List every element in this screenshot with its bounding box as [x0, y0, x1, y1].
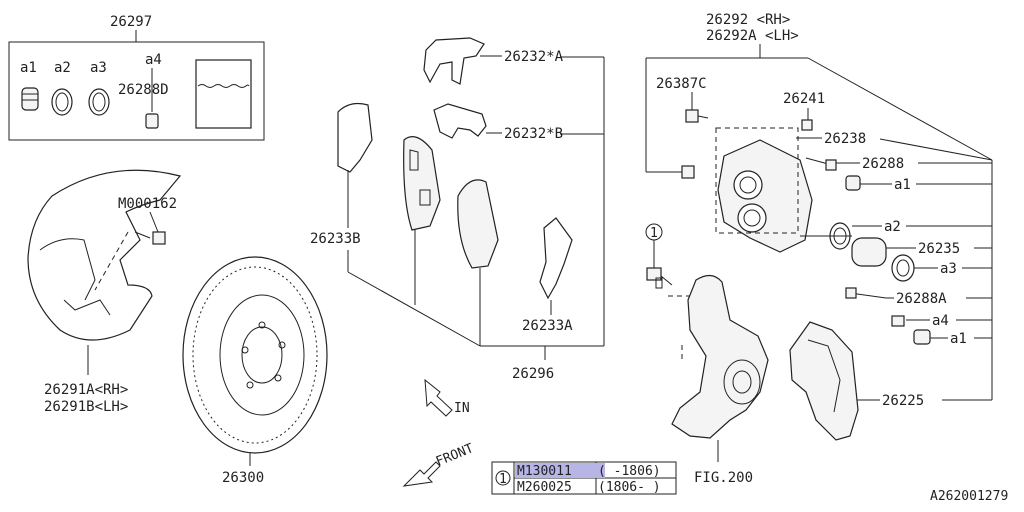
label-26291B[interactable]: 26291B<LH> [44, 399, 128, 415]
caliper-bolt-icon [681, 165, 695, 179]
pad-clip-a-icon [423, 37, 485, 85]
label-a3-right[interactable]: a3 [940, 261, 957, 277]
brake-pad-outer-icon [403, 136, 441, 231]
label-a4-kit[interactable]: a4 [145, 52, 162, 68]
boot-a1-upper-icon [845, 175, 861, 191]
seal-kit-group: 26297 a1 a2 a3 a4 26288D [8, 14, 265, 141]
brake-pad-group: 26232*A 26232*B 26233B 26233A 26296 [310, 37, 605, 382]
label-26233B[interactable]: 26233B [310, 231, 361, 247]
steering-knuckle-icon [671, 274, 769, 439]
bolt-icon [134, 231, 166, 245]
dust-shield-icon [27, 169, 182, 341]
piston-boot-a3-icon [88, 88, 110, 116]
piston-icon [851, 237, 887, 267]
label-FIG200[interactable]: FIG.200 [694, 470, 753, 486]
pin-a4-icon [145, 68, 159, 129]
label-a1-lower[interactable]: a1 [950, 331, 967, 347]
label-26292A[interactable]: 26292A <LH> [706, 28, 799, 44]
backing-plate-group: M000162 26291A<RH> 26291B<LH> [27, 169, 182, 415]
in-arrow-group: IN [424, 378, 470, 417]
label-26233A[interactable]: 26233A [522, 318, 573, 334]
callout-1-text: 1 [650, 226, 658, 241]
bleeder-bolt-icon [685, 109, 709, 123]
table-row1-range: ( -1806) [598, 464, 661, 479]
pin-a4-right-icon [891, 315, 905, 327]
front-arrow-group: FRONT [402, 441, 476, 487]
label-a2-kit[interactable]: a2 [54, 60, 71, 76]
label-26238[interactable]: 26238 [824, 131, 866, 147]
brake-rotor-group: 26300 [182, 256, 328, 486]
pad-clip-b-icon [433, 103, 487, 139]
label-26232A[interactable]: 26232*A [504, 49, 564, 65]
brake-pad-inner-icon [457, 179, 499, 269]
front-arrow-icon [402, 461, 441, 487]
label-M000162[interactable]: M000162 [118, 196, 177, 212]
label-a2-right[interactable]: a2 [884, 219, 901, 235]
guide-pin-icon [805, 157, 837, 171]
label-26292[interactable]: 26292 <RH> [706, 12, 790, 28]
label-26288D[interactable]: 26288D [118, 82, 169, 98]
label-26288A[interactable]: 26288A [896, 291, 947, 307]
label-a1-kit[interactable]: a1 [20, 60, 37, 76]
boot-a3-icon [891, 254, 915, 282]
pad-shim-inner-icon [539, 217, 573, 300]
label-26225[interactable]: 26225 [882, 393, 924, 409]
in-arrow-icon [424, 378, 453, 417]
table-row2-range: (1806- ) [598, 480, 661, 495]
label-IN: IN [454, 401, 470, 416]
grease-tube-icon [195, 59, 252, 129]
label-a1-upper[interactable]: a1 [894, 177, 911, 193]
knuckle-bolt-group: 1 [645, 223, 673, 289]
label-26235[interactable]: 26235 [918, 241, 960, 257]
label-26291A[interactable]: 26291A<RH> [44, 382, 128, 398]
caliper-group: 26292 <RH> 26292A <LH> 26387C 26241 262 [645, 12, 993, 409]
bolt-part-table: 1 M130011 ( -1806) M260025 (1806- ) [491, 461, 677, 495]
seal-kit-box [8, 41, 265, 141]
steering-knuckle-group: FIG.200 [668, 274, 769, 486]
label-26232B[interactable]: 26232*B [504, 126, 563, 142]
table-row1-part[interactable]: M130011 [517, 464, 572, 479]
label-26297[interactable]: 26297 [110, 14, 152, 30]
brake-rotor-icon [182, 256, 328, 454]
piston-seal-a2-icon [51, 88, 73, 116]
guide-pin-lower-icon [845, 287, 887, 299]
label-26288[interactable]: 26288 [862, 156, 904, 172]
pad-shim-icon [337, 102, 373, 173]
label-26387C[interactable]: 26387C [656, 76, 707, 92]
dust-boot-a1-icon [21, 87, 39, 111]
table-callout-text: 1 [499, 472, 507, 487]
label-a4-right[interactable]: a4 [932, 313, 949, 329]
table-row2-part[interactable]: M260025 [517, 480, 572, 495]
caliper-bracket-icon [789, 321, 859, 441]
table-row-highlight [515, 463, 605, 478]
table-callout-marker [495, 470, 511, 486]
label-FRONT: FRONT [434, 441, 476, 470]
label-26296[interactable]: 26296 [512, 366, 554, 382]
label-a3-kit[interactable]: a3 [90, 60, 107, 76]
catalog-id: A262001279 [930, 489, 1008, 504]
boot-a1-lower-icon [913, 329, 931, 345]
caliper-bracket-group [789, 321, 859, 441]
bleeder-cap-icon [801, 119, 813, 131]
label-26300[interactable]: 26300 [222, 470, 264, 486]
label-26241[interactable]: 26241 [783, 91, 825, 107]
knuckle-bolt-icon [646, 267, 673, 289]
